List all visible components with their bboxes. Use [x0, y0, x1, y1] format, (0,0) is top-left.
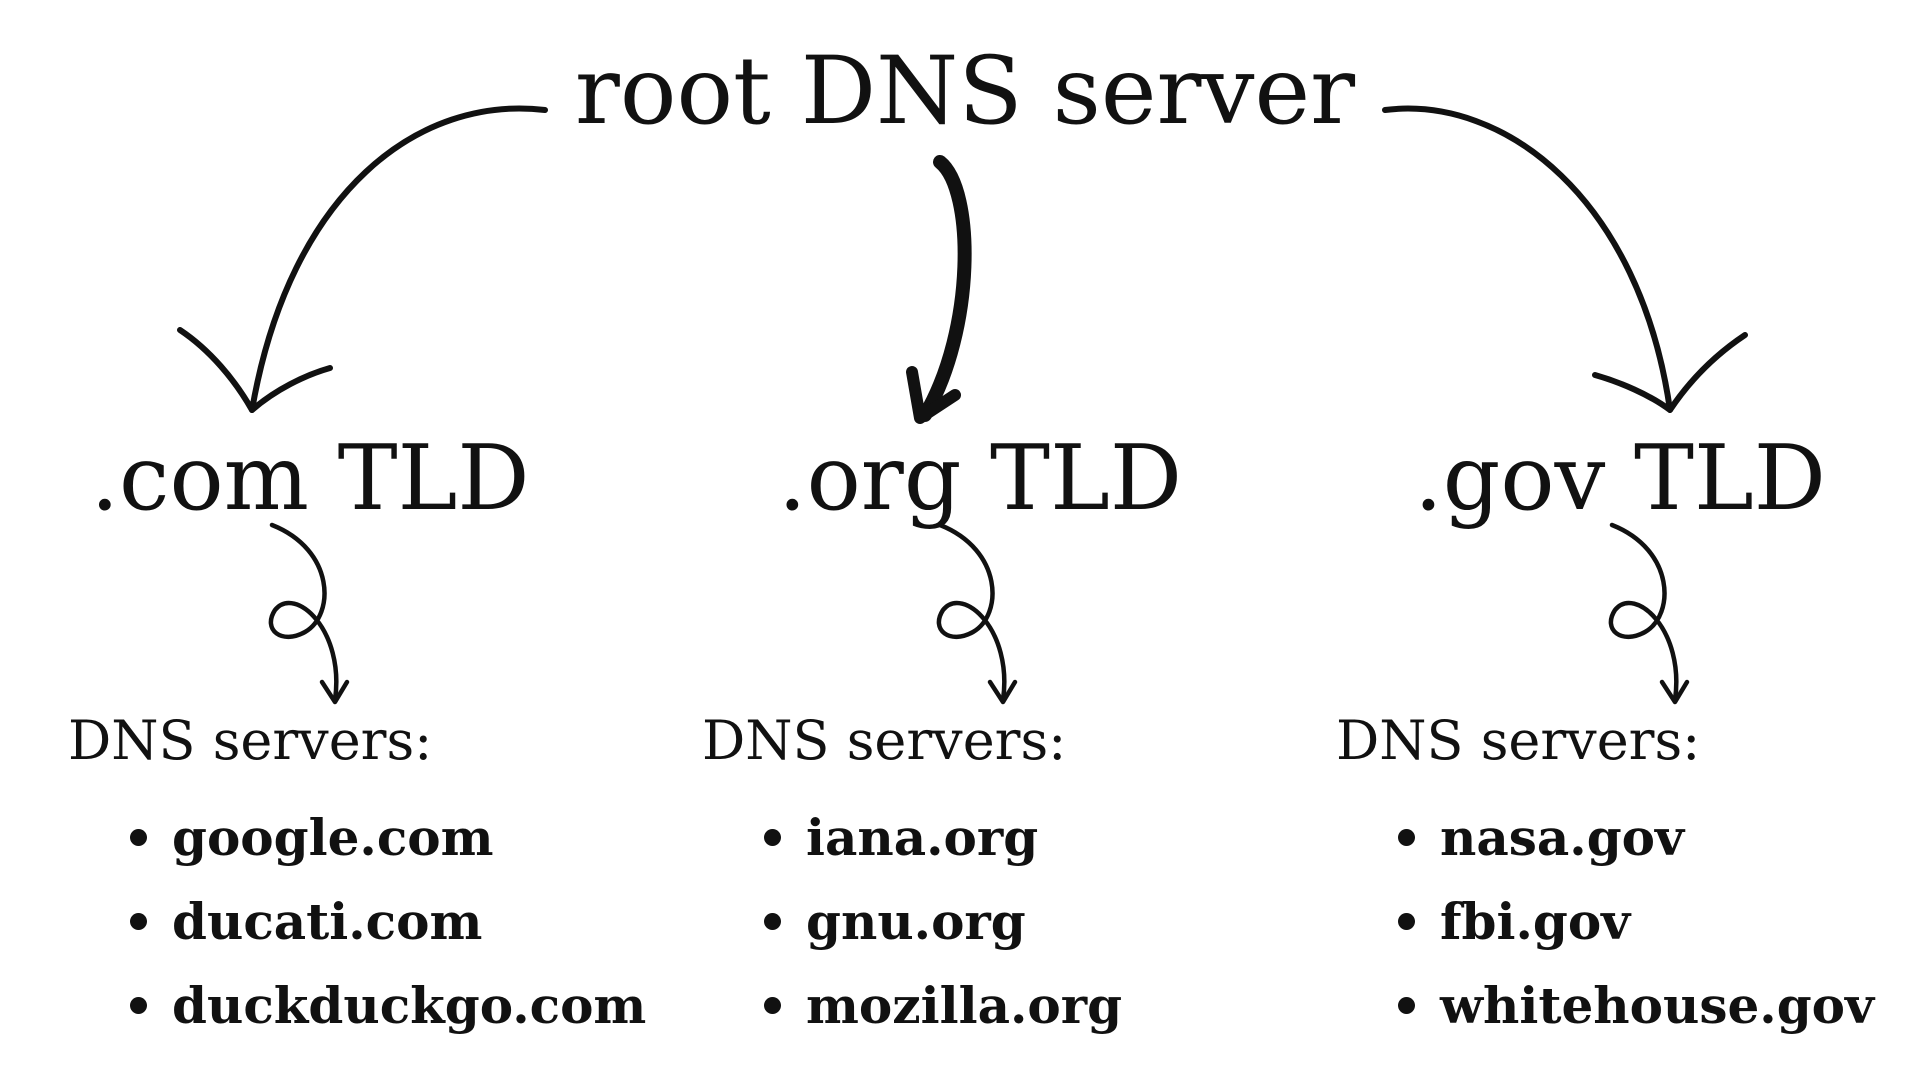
server-name: gnu.org: [806, 892, 1026, 951]
bullet-icon: [764, 997, 781, 1014]
com-servers-list: google.com ducati.com duckduckgo.com: [68, 796, 646, 1048]
list-item: ducati.com: [130, 880, 628, 964]
server-name: google.com: [172, 808, 494, 867]
bullet-icon: [130, 829, 147, 846]
gov-servers-heading: DNS servers:: [1336, 709, 1701, 772]
tld-gov-label: .gov TLD: [1414, 426, 1826, 531]
server-name: iana.org: [806, 808, 1039, 867]
arrow-root-to-gov: [1382, 105, 1748, 413]
server-name: mozilla.org: [806, 976, 1123, 1035]
org-servers-list: iana.org gnu.org mozilla.org: [702, 796, 1262, 1048]
bullet-icon: [1398, 913, 1415, 930]
list-item: duckduckgo.com: [130, 964, 646, 1048]
gov-servers-block: DNS servers: nasa.gov fbi.gov whitehouse…: [1336, 708, 1896, 1048]
bullet-icon: [130, 913, 147, 930]
server-name: nasa.gov: [1440, 808, 1685, 867]
org-servers-heading: DNS servers:: [702, 709, 1067, 772]
list-item: google.com: [130, 796, 628, 880]
arrow-gov-to-servers: [1608, 522, 1690, 705]
arrow-org-to-servers: [936, 522, 1018, 705]
bullet-icon: [1398, 997, 1415, 1014]
list-item: gnu.org: [764, 880, 1262, 964]
bullet-icon: [130, 997, 147, 1014]
bullet-icon: [764, 913, 781, 930]
arrow-root-to-org: [906, 155, 972, 424]
list-item: mozilla.org: [764, 964, 1262, 1048]
gov-servers-list: nasa.gov fbi.gov whitehouse.gov: [1336, 796, 1896, 1048]
arrow-root-to-com: [177, 105, 548, 413]
bullet-icon: [764, 829, 781, 846]
server-name: ducati.com: [172, 892, 483, 951]
arrow-com-to-servers: [268, 522, 350, 705]
list-item: whitehouse.gov: [1398, 964, 1896, 1048]
server-name: whitehouse.gov: [1440, 976, 1875, 1035]
server-name: duckduckgo.com: [172, 976, 647, 1035]
server-name: fbi.gov: [1440, 892, 1631, 951]
list-item: iana.org: [764, 796, 1262, 880]
list-item: nasa.gov: [1398, 796, 1896, 880]
tld-org-label: .org TLD: [778, 426, 1182, 531]
com-servers-block: DNS servers: google.com ducati.com duckd…: [68, 708, 646, 1048]
tld-com-label: .com TLD: [90, 426, 530, 531]
org-servers-block: DNS servers: iana.org gnu.org mozilla.or…: [702, 708, 1262, 1048]
bullet-icon: [1398, 829, 1415, 846]
list-item: fbi.gov: [1398, 880, 1896, 964]
com-servers-heading: DNS servers:: [68, 709, 433, 772]
root-dns-server-label: root DNS server: [574, 37, 1356, 146]
